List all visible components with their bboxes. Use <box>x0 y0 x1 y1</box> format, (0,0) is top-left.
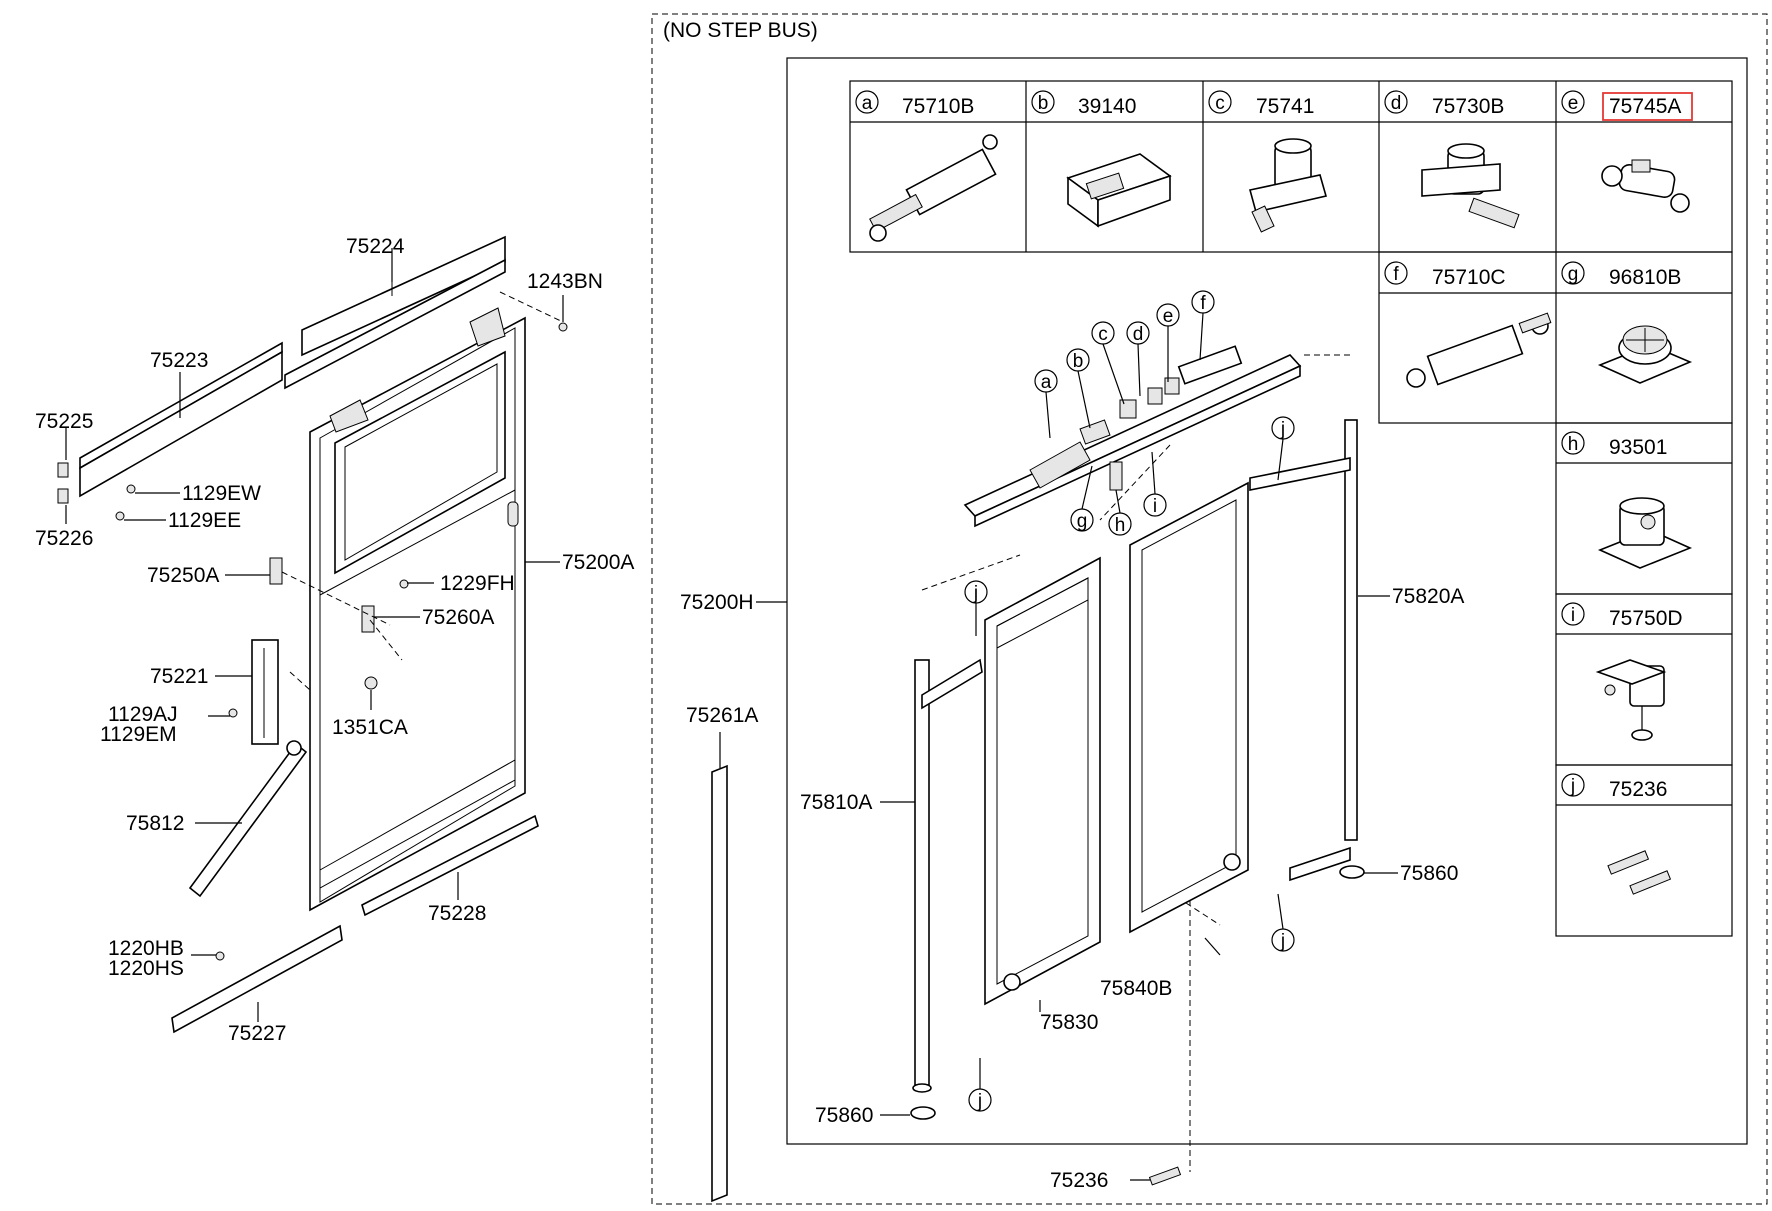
thumb-75741 <box>1249 138 1328 233</box>
callout-g: g <box>1077 511 1088 532</box>
table-cell-d: d 75730B <box>1384 90 1504 118</box>
table-letter-a: a <box>862 93 873 114</box>
label-75830: 75830 <box>1040 1011 1098 1034</box>
label-75200A: 75200A <box>562 551 634 574</box>
table-code-f: 75710C <box>1432 266 1506 289</box>
label-75261A: 75261A <box>686 704 758 727</box>
thumb-75730B <box>1421 143 1520 229</box>
table-letter-c: c <box>1215 93 1225 114</box>
label-75236-bottom: 75236 <box>1050 1169 1108 1192</box>
thumb-75710C <box>1406 312 1552 388</box>
section-title: (NO STEP BUS) <box>663 19 818 42</box>
label-75840B: 75840B <box>1100 977 1172 1000</box>
parts-table <box>849 80 1733 937</box>
table-cell-e: e 75745A <box>1561 90 1693 121</box>
table-code-c: 75741 <box>1256 95 1314 118</box>
table-letter-j: j <box>1570 776 1575 797</box>
table-letter-h: h <box>1568 434 1579 455</box>
right-labels: 75200H 75261A 75820A 75810A 75860 75840B… <box>680 585 1464 1192</box>
label-1229FH: 1229FH <box>440 572 515 595</box>
label-75224: 75224 <box>346 235 405 258</box>
table-letter-b: b <box>1038 93 1049 114</box>
thumb-75710B <box>869 134 998 242</box>
label-1243BN: 1243BN <box>527 270 603 293</box>
callout-j-bottom: j <box>977 1091 982 1112</box>
thumb-96810B <box>1597 325 1693 384</box>
thumb-39140 <box>1066 153 1172 228</box>
label-75223: 75223 <box>150 349 208 372</box>
table-code-h: 93501 <box>1609 436 1667 459</box>
table-cell-g: g 96810B <box>1561 261 1681 289</box>
table-letter-g: g <box>1568 264 1579 285</box>
callout-b: b <box>1073 351 1084 372</box>
callout-j-left: j <box>973 583 978 604</box>
callout-j-top: j <box>1280 419 1285 440</box>
label-75227: 75227 <box>228 1022 286 1045</box>
left-leader-lines <box>65 248 564 1022</box>
label-75225: 75225 <box>35 410 93 433</box>
label-1351CA: 1351CA <box>332 716 408 739</box>
label-75200H: 75200H <box>680 591 754 614</box>
label-75860-left: 75860 <box>815 1104 873 1127</box>
callout-j-right: j <box>1280 931 1285 952</box>
table-letter-f: f <box>1393 264 1399 285</box>
label-75228: 75228 <box>428 902 486 925</box>
table-cell-i: i 75750D <box>1561 602 1683 630</box>
no-step-bus-section-border <box>651 13 1768 1205</box>
label-75860-right: 75860 <box>1400 862 1458 885</box>
label-75810A: 75810A <box>800 791 872 814</box>
thumb-75236 <box>1607 850 1672 895</box>
table-cell-f: f 75710C <box>1384 261 1506 289</box>
label-1220HB: 1220HB <box>108 937 184 960</box>
thumb-75745A <box>1601 159 1690 213</box>
label-75820A: 75820A <box>1392 585 1464 608</box>
table-code-a: 75710B <box>902 95 974 118</box>
label-1129AJ: 1129AJ <box>108 703 178 726</box>
table-code-i: 75750D <box>1609 607 1683 630</box>
label-1129EM: 1129EM <box>100 723 177 746</box>
label-75812: 75812 <box>126 812 184 835</box>
table-letter-e: e <box>1568 93 1579 114</box>
right-leader-lines <box>719 595 1398 1181</box>
label-75221: 75221 <box>150 665 208 688</box>
callout-h: h <box>1115 515 1126 536</box>
table-letter-d: d <box>1391 93 1402 114</box>
callout-d: d <box>1133 324 1144 345</box>
table-cell-c: c 75741 <box>1208 90 1314 118</box>
label-1220HS: 1220HS <box>108 957 184 980</box>
highlight-box-75745A <box>1602 92 1693 121</box>
table-cell-a: a 75710B <box>855 90 974 118</box>
right-door-assembly <box>711 345 1365 1203</box>
callout-c: c <box>1098 324 1108 345</box>
table-code-e: 75745A <box>1609 95 1681 118</box>
callout-i: i <box>1153 496 1157 517</box>
label-75250A: 75250A <box>147 564 219 587</box>
detail-frame <box>786 57 1748 1145</box>
table-cell-h: h 93501 <box>1561 431 1667 459</box>
callout-e: e <box>1163 306 1174 327</box>
callout-f: f <box>1200 293 1206 314</box>
table-cell-j: j 75236 <box>1561 773 1667 801</box>
callout-a: a <box>1041 372 1052 393</box>
thumb-75750D <box>1595 659 1667 741</box>
table-code-d: 75730B <box>1432 95 1504 118</box>
table-code-g: 96810B <box>1609 266 1681 289</box>
table-letter-i: i <box>1571 605 1575 626</box>
table-code-b: 39140 <box>1078 95 1136 118</box>
label-75226: 75226 <box>35 527 93 550</box>
table-code-j: 75236 <box>1609 778 1667 801</box>
left-door-assembly <box>57 235 568 1034</box>
label-1129EE: 1129EE <box>168 509 241 532</box>
label-1129EW: 1129EW <box>182 482 261 505</box>
assembly-callouts: a b c d e f g h i j j j <box>964 290 1295 1112</box>
table-cell-b: b 39140 <box>1031 90 1136 118</box>
thumb-93501 <box>1597 497 1693 569</box>
left-labels: 75224 1243BN 75223 75225 75226 1129EW 11… <box>35 235 634 1045</box>
label-75260A: 75260A <box>422 606 494 629</box>
